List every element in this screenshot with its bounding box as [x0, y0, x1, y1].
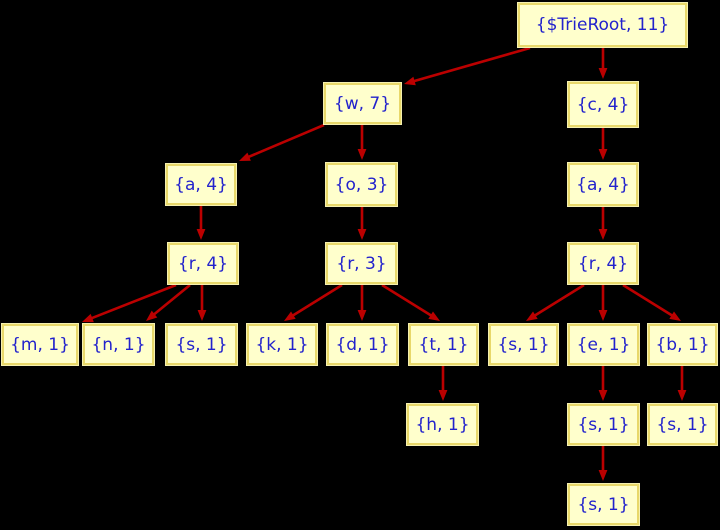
trie-node-label: {d, 1} — [335, 334, 390, 355]
trie-edge-o3-to-r3 — [357, 207, 367, 240]
trie-node-label: {k, 1} — [255, 334, 309, 355]
edge-arrowhead — [146, 310, 158, 321]
trie-node-label: {h, 1} — [415, 414, 470, 435]
trie-node-o3[interactable]: {o, 3} — [325, 162, 398, 207]
trie-node-s1a[interactable]: {s, 1} — [165, 323, 238, 366]
trie-node-n1[interactable]: {n, 1} — [82, 323, 155, 366]
trie-node-label: {b, 1} — [655, 334, 710, 355]
trie-node-s1c[interactable]: {s, 1} — [567, 403, 640, 446]
trie-edge-r4R-to-b1 — [622, 283, 681, 321]
edge-line — [246, 123, 325, 159]
trie-node-label: {m, 1} — [10, 334, 70, 355]
trie-edge-t1-to-h1 — [438, 366, 448, 401]
trie-edge-a4R-to-r4R — [598, 207, 608, 240]
trie-node-label: {$TrieRoot, 11} — [535, 15, 670, 35]
trie-edge-r4R-to-s1b — [526, 283, 585, 321]
trie-node-label: {c, 4} — [576, 94, 630, 115]
edge-arrowhead — [197, 310, 207, 321]
trie-edge-b1-to-s1d — [677, 366, 687, 401]
edge-arrowhead — [357, 149, 367, 160]
trie-edge-r4R-to-e1 — [598, 285, 608, 321]
trie-edge-c4-to-a4R — [598, 128, 608, 160]
trie-node-label: {s, 1} — [656, 414, 709, 435]
trie-node-s1b[interactable]: {s, 1} — [488, 323, 559, 366]
trie-edge-r3-to-k1 — [284, 283, 343, 321]
trie-edge-w7-to-a4L — [239, 123, 325, 161]
trie-node-label: {r, 4} — [177, 253, 229, 274]
trie-edge-r3-to-t1 — [381, 283, 440, 321]
trie-node-d1[interactable]: {d, 1} — [326, 323, 399, 366]
trie-node-c4[interactable]: {c, 4} — [567, 81, 639, 128]
trie-node-r4R[interactable]: {r, 4} — [567, 242, 639, 285]
edge-line — [290, 283, 343, 318]
edge-arrowhead — [284, 311, 296, 321]
trie-node-label: {r, 4} — [577, 253, 629, 274]
trie-node-s1d[interactable]: {s, 1} — [647, 403, 718, 446]
edge-arrowhead — [598, 390, 608, 401]
trie-edge-root-to-w7 — [404, 46, 531, 86]
edge-arrowhead — [404, 76, 416, 86]
trie-node-k1[interactable]: {k, 1} — [246, 323, 318, 366]
edge-arrowhead — [196, 229, 206, 240]
trie-node-label: {r, 3} — [336, 253, 387, 274]
trie-node-r3[interactable]: {r, 3} — [325, 242, 398, 285]
edge-arrowhead — [598, 229, 608, 240]
edge-arrowhead — [239, 152, 251, 161]
trie-node-e1[interactable]: {e, 1} — [567, 323, 640, 366]
trie-node-t1[interactable]: {t, 1} — [408, 323, 479, 366]
trie-edge-e1-to-s1c — [598, 366, 608, 401]
trie-node-label: {o, 3} — [334, 174, 389, 195]
trie-node-b1[interactable]: {b, 1} — [647, 323, 718, 366]
edge-arrowhead — [82, 313, 94, 323]
trie-node-label: {s, 1} — [577, 494, 630, 515]
trie-edge-r3-to-d1 — [357, 285, 367, 321]
trie-edge-r4L-to-m1 — [82, 283, 177, 323]
edge-arrowhead — [438, 390, 448, 401]
trie-node-a4R[interactable]: {a, 4} — [567, 162, 639, 207]
trie-edge-a4L-to-r4L — [196, 206, 206, 240]
edge-line — [532, 283, 585, 318]
trie-node-r4L[interactable]: {r, 4} — [167, 242, 239, 285]
trie-node-label: {w, 7} — [333, 93, 392, 114]
edge-line — [89, 283, 177, 320]
trie-edge-s1c-to-s1e — [598, 446, 608, 481]
trie-node-label: {a, 4} — [576, 174, 630, 195]
trie-edge-w7-to-o3 — [357, 125, 367, 160]
trie-node-root[interactable]: {$TrieRoot, 11} — [517, 2, 688, 48]
edge-arrowhead — [669, 311, 681, 321]
trie-node-label: {s, 1} — [577, 414, 630, 435]
trie-edge-r4L-to-n1 — [146, 283, 191, 321]
edge-line — [381, 283, 434, 318]
trie-node-label: {e, 1} — [576, 334, 631, 355]
trie-node-label: {a, 4} — [174, 174, 228, 195]
edge-line — [412, 46, 531, 83]
trie-edge-root-to-c4 — [598, 48, 608, 79]
trie-node-label: {s, 1} — [175, 334, 228, 355]
edge-arrowhead — [428, 311, 440, 321]
trie-node-a4L[interactable]: {a, 4} — [165, 163, 237, 206]
trie-node-h1[interactable]: {h, 1} — [406, 403, 479, 446]
trie-node-m1[interactable]: {m, 1} — [1, 323, 79, 366]
trie-node-label: {n, 1} — [91, 334, 146, 355]
edge-arrowhead — [357, 229, 367, 240]
edge-arrowhead — [357, 310, 367, 321]
trie-node-w7[interactable]: {w, 7} — [323, 82, 402, 125]
edge-arrowhead — [598, 310, 608, 321]
edge-arrowhead — [598, 149, 608, 160]
edge-arrowhead — [598, 470, 608, 481]
trie-node-label: {t, 1} — [418, 334, 469, 355]
trie-node-s1e[interactable]: {s, 1} — [567, 483, 640, 526]
trie-edge-r4L-to-s1a — [197, 285, 207, 321]
edge-arrowhead — [598, 68, 608, 79]
trie-node-label: {s, 1} — [497, 334, 550, 355]
edge-arrowhead — [677, 390, 687, 401]
edge-line — [152, 283, 191, 317]
edge-line — [622, 283, 675, 318]
edge-arrowhead — [526, 311, 538, 321]
